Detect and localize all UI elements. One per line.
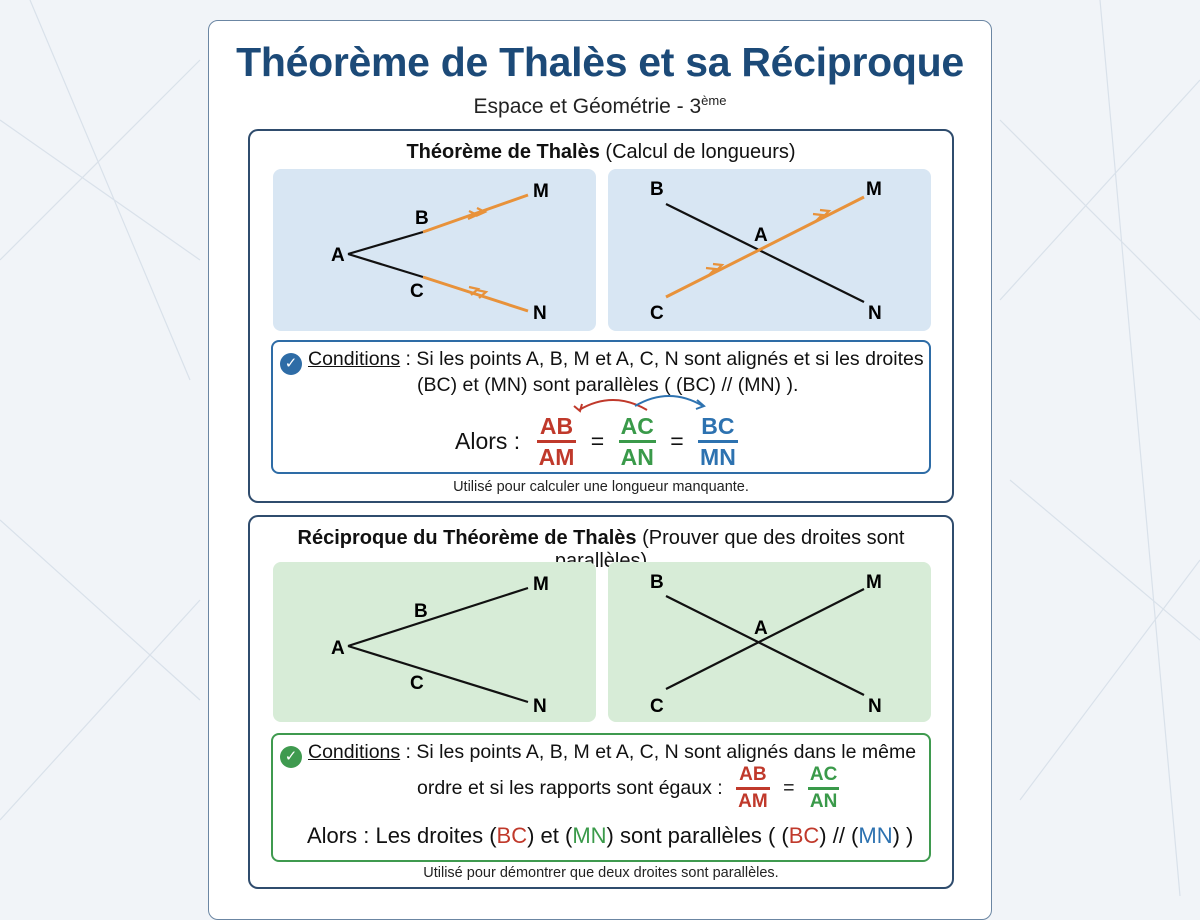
ratio-link-arrows-icon <box>573 395 706 413</box>
subtitle-superscript: ème <box>701 93 727 108</box>
theorem-heading-rest: (Calcul de longueurs) <box>605 141 796 163</box>
theorem-heading: Théorème de Thalès (Calcul de longueurs) <box>250 141 952 164</box>
theorem-footnote: Utilisé pour calculer une longueur manqu… <box>453 479 749 495</box>
conclusion-et: ) et ( <box>527 823 573 848</box>
line-mn: MN <box>572 823 607 848</box>
point-a-label: A <box>754 225 768 246</box>
subtitle-text: Espace et Géométrie - 3 <box>473 95 702 118</box>
conditions-text: : Si les points A, B, M et A, C, N sont … <box>400 348 924 370</box>
background-decoration <box>0 0 1200 896</box>
conclusion-mid: ) sont parallèles ( ( <box>606 823 789 848</box>
butterfly-configuration-figure: B M A C N <box>650 179 882 324</box>
butterfly-configuration-figure: B M A C N <box>650 572 882 717</box>
theorem-conditions-line1: ✓ Conditions : Si les points A, B, M et A… <box>280 348 924 375</box>
point-a-label: A <box>331 245 345 266</box>
theorem-heading-bold: Théorème de Thalès <box>406 141 600 163</box>
check-circle-icon: ✓ <box>280 353 302 375</box>
line-mn: MN <box>858 823 893 848</box>
point-m-label: M <box>866 179 882 200</box>
equals-sign: = <box>590 428 605 455</box>
point-b-label: B <box>414 601 428 622</box>
converse-conclusion: Alors : Les droites (BC) et (MN) sont pa… <box>307 823 913 849</box>
converse-conditions-box: ✓ Conditions : Si les points A, B, M et A… <box>271 733 931 862</box>
theorem-diagram-butterfly: B M A C N <box>608 169 931 331</box>
conditions-label: Conditions <box>308 741 401 763</box>
triangle-configuration-figure: A B C M N <box>331 574 549 717</box>
point-b-label: B <box>650 572 664 593</box>
conclusion-prefix: Alors : Les droites ( <box>307 823 497 848</box>
point-m-label: M <box>866 572 882 593</box>
line-bc: BC <box>788 823 820 848</box>
parallel-symbol: ) // ( <box>819 823 859 848</box>
conclusion-end: ) ) <box>892 823 914 848</box>
point-c-label: C <box>410 673 424 694</box>
converse-diagram-triangle: A B C M N <box>273 562 596 722</box>
point-a-label: A <box>331 638 345 659</box>
theorem-conditions-line2: (BC) et (MN) sont parallèles ( (BC) // (… <box>417 374 799 396</box>
point-c-label: C <box>650 696 664 717</box>
point-b-label: B <box>415 208 429 229</box>
converse-conditions-line1: ✓ Conditions : Si les points A, B, M et A… <box>280 741 916 768</box>
converse-panel: Réciproque du Théorème de Thalès (Prouve… <box>248 515 954 889</box>
equals-sign: = <box>783 776 795 799</box>
equals-sign: = <box>670 428 684 455</box>
page-title: Théorème de Thalès et sa Réciproque <box>236 39 964 85</box>
theorem-conditions-box: ✓ Conditions : Si les points A, B, M et A… <box>271 340 931 474</box>
line-bc: BC <box>496 823 528 848</box>
point-n-label: N <box>533 696 547 717</box>
conditions-text: : Si les points A, B, M et A, C, N sont … <box>400 741 917 763</box>
conditions-label: Conditions <box>308 348 401 370</box>
point-c-label: C <box>650 303 664 324</box>
triangle-configuration-figure: A B C M N <box>331 181 549 324</box>
converse-diagram-butterfly: B M A C N <box>608 562 931 722</box>
converse-heading-bold: Réciproque du Théorème de Thalès <box>297 527 637 549</box>
point-c-label: C <box>410 281 424 302</box>
point-m-label: M <box>533 574 549 595</box>
page-subtitle: Espace et Géométrie - 3ème <box>209 93 991 119</box>
conditions-line2-text: ordre et si les rapports sont égaux : <box>417 776 723 799</box>
point-b-label: B <box>650 179 664 200</box>
point-n-label: N <box>868 696 882 717</box>
check-circle-icon: ✓ <box>280 746 302 768</box>
point-n-label: N <box>868 303 882 324</box>
theorem-diagram-triangle: A B C M N <box>273 169 596 331</box>
point-m-label: M <box>533 181 549 202</box>
converse-conditions-line2: ordre et si les rapports sont égaux : AB… <box>417 764 840 812</box>
point-a-label: A <box>754 618 768 639</box>
converse-footnote: Utilisé pour démontrer que deux droites … <box>423 865 779 881</box>
alors-label: Alors : <box>455 428 521 455</box>
point-n-label: N <box>533 303 547 324</box>
worksheet-card: Théorème de Thalès et sa Réciproque Espa… <box>208 20 992 920</box>
theorem-panel: Théorème de Thalès (Calcul de longueurs)… <box>248 129 954 503</box>
